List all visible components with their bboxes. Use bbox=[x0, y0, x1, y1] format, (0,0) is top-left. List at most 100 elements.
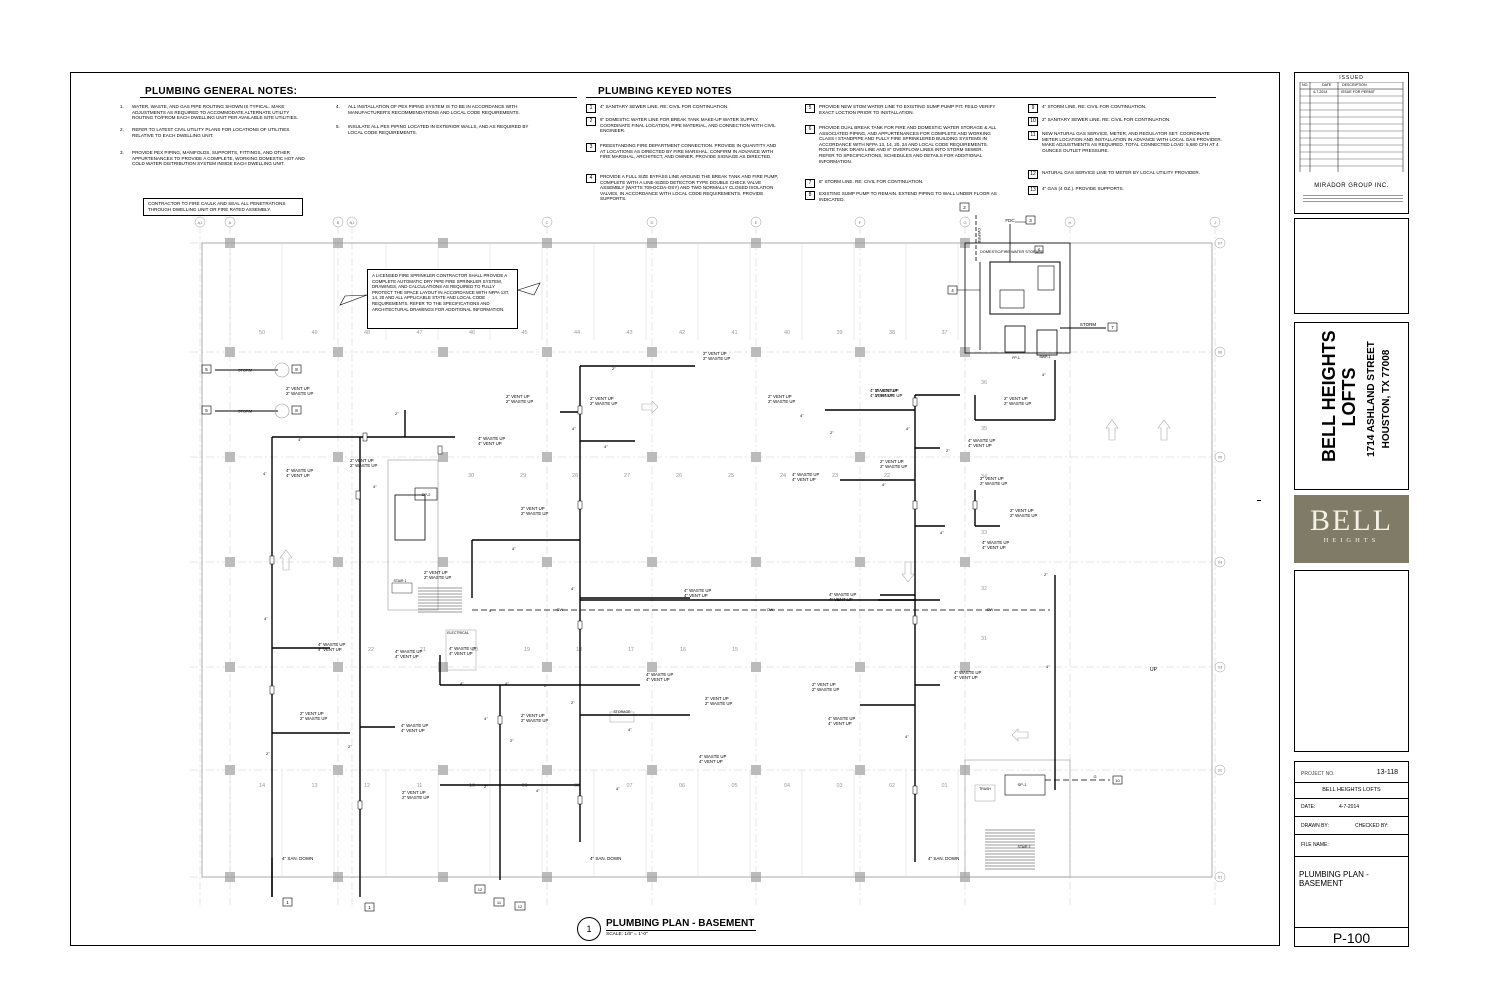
general-notes-rule bbox=[140, 97, 577, 98]
sp-1-label: SP-1 bbox=[1018, 782, 1028, 787]
pipe-size-label: 4" bbox=[800, 413, 804, 418]
pipe-size-label: 4" bbox=[460, 681, 464, 686]
storage-label: STORAGE bbox=[613, 710, 631, 714]
stall-number: 14 bbox=[259, 783, 265, 789]
storm-label-left: STORM bbox=[238, 409, 252, 414]
grid-col-label: A bbox=[229, 220, 232, 225]
pipe-size-label: 4" bbox=[489, 608, 493, 613]
stall-number: 04 bbox=[784, 783, 790, 789]
issued-header: ISSUED bbox=[1339, 75, 1364, 81]
keyed-note-text: PROVIDE A FULL SIZE BYPASS LINE AROUND T… bbox=[600, 174, 779, 202]
structural-column bbox=[647, 452, 657, 462]
project-name-line-1: BELL HEIGHTS bbox=[1319, 330, 1339, 462]
cleanout-symbol bbox=[355, 490, 361, 500]
grid-bubble-row bbox=[1214, 556, 1226, 568]
general-notes-title: PLUMBING GENERAL NOTES: bbox=[145, 86, 298, 97]
storage-tag bbox=[609, 711, 635, 723]
cleanout-symbol bbox=[269, 555, 275, 565]
san-down-label: 4" SAN. DOWN bbox=[282, 856, 313, 861]
grid-col-label: D bbox=[651, 220, 654, 225]
structural-column bbox=[333, 557, 343, 567]
pipe-size-label: 4" bbox=[536, 788, 540, 793]
backflow-preventer bbox=[1036, 329, 1058, 356]
grid-col-label: H bbox=[1069, 220, 1072, 225]
grid-bubble-col bbox=[224, 216, 236, 228]
stall-number: 22 bbox=[368, 647, 374, 653]
stall-number: 49 bbox=[311, 330, 317, 336]
issued-table-grid bbox=[1299, 82, 1404, 172]
stall-number: 37 bbox=[941, 330, 947, 336]
keyed-tag-3 bbox=[1025, 215, 1036, 225]
structural-column bbox=[333, 347, 343, 357]
structural-column bbox=[225, 452, 235, 462]
general-note-text: WATER, WASTE, AND GAS PIPE ROUTING SHOWN… bbox=[132, 104, 299, 121]
keyed-tag-number: 7 bbox=[1111, 325, 1114, 330]
sheet-number: P-100 bbox=[1332, 930, 1371, 946]
keyed-note-number: 11 bbox=[1028, 131, 1038, 140]
stall-number: 34 bbox=[981, 474, 987, 480]
pipe-size-label: 4" bbox=[905, 734, 909, 739]
structural-column bbox=[438, 347, 448, 357]
structural-column bbox=[225, 557, 235, 567]
general-note-number: 5. bbox=[336, 124, 340, 129]
stall-number: 27 bbox=[624, 473, 630, 479]
pipe-size-label: 2" bbox=[510, 738, 514, 743]
keyed-notes-rule bbox=[586, 97, 1216, 98]
structural-column bbox=[647, 557, 657, 567]
issued-row-date: 4-7-2014 bbox=[1313, 90, 1328, 94]
grid-bubble-row bbox=[1214, 871, 1226, 883]
keyed-tag-number: 8 bbox=[295, 367, 298, 372]
stall-number: 28 bbox=[572, 473, 578, 479]
traffic-arrow bbox=[1105, 419, 1119, 441]
blank-panel-2 bbox=[1294, 570, 1409, 752]
sanitary-piping bbox=[271, 360, 1056, 897]
stall-number: 16 bbox=[680, 647, 686, 653]
sump-pit-2 bbox=[414, 487, 438, 501]
cleanout-symbol bbox=[972, 500, 978, 510]
stall-number: 40 bbox=[784, 330, 790, 336]
project-title-row: BELL HEIGHTS LOFTS bbox=[1322, 787, 1381, 793]
structural-column bbox=[751, 765, 761, 775]
keyed-tag-12 bbox=[474, 884, 486, 894]
project-name-line-2: LOFTS bbox=[1339, 367, 1359, 427]
traffic-arrow bbox=[641, 400, 659, 414]
date-value: 4-7-2014 bbox=[1339, 804, 1360, 810]
stall-number: 25 bbox=[728, 473, 734, 479]
grid-row-label: 06 bbox=[1218, 350, 1223, 355]
project-name-panel: BELL HEIGHTS LOFTS 1714 ASHLAND STREET H… bbox=[1294, 322, 1409, 490]
building-outline bbox=[201, 242, 1213, 878]
structural-column bbox=[751, 557, 761, 567]
pipe-size-label: 2" bbox=[571, 700, 575, 705]
keyed-note-text: 4" STORM LINE. RE: CIVIL FOR CONTINUATIO… bbox=[1042, 104, 1147, 109]
cw-label: CW bbox=[767, 607, 774, 612]
keyed-note-text: 2" SANITARY SEWER LINE. RE: CIVIL FOR CO… bbox=[1042, 117, 1171, 122]
keyed-note-text: 4" GAS (4 OZ.). PROVIDE SUPPORTS. bbox=[1042, 186, 1124, 191]
stall-number: 07 bbox=[626, 783, 632, 789]
plan-title-underline bbox=[606, 930, 756, 931]
keyed-note-text: FREESTANDING FIRE DEPARTMENT CONNECTION.… bbox=[600, 143, 777, 160]
stall-number: 11 bbox=[417, 783, 423, 789]
project-address-line-2: HOUSTON, TX 77008 bbox=[1381, 349, 1392, 449]
keyed-note-text: PROVIDE NEW STOM WATER LINE TO EXISTING … bbox=[819, 104, 996, 115]
pipe-size-label: 4" bbox=[264, 616, 268, 621]
keyed-note-number: 2 bbox=[586, 117, 596, 126]
grid-bubble-row bbox=[1214, 764, 1226, 776]
keyed-note-number: 13 bbox=[1028, 186, 1038, 195]
project-no: 13-118 bbox=[1376, 769, 1398, 776]
pipe-size-label: 4" bbox=[940, 530, 944, 535]
grid-bubble-col bbox=[750, 216, 762, 228]
grid-row-label: 02 bbox=[1218, 768, 1223, 773]
gas-label: G bbox=[1093, 774, 1096, 779]
keyed-note-number: 1 bbox=[586, 104, 596, 113]
cleanout-symbol bbox=[269, 685, 275, 695]
traffic-arrow bbox=[279, 549, 293, 571]
